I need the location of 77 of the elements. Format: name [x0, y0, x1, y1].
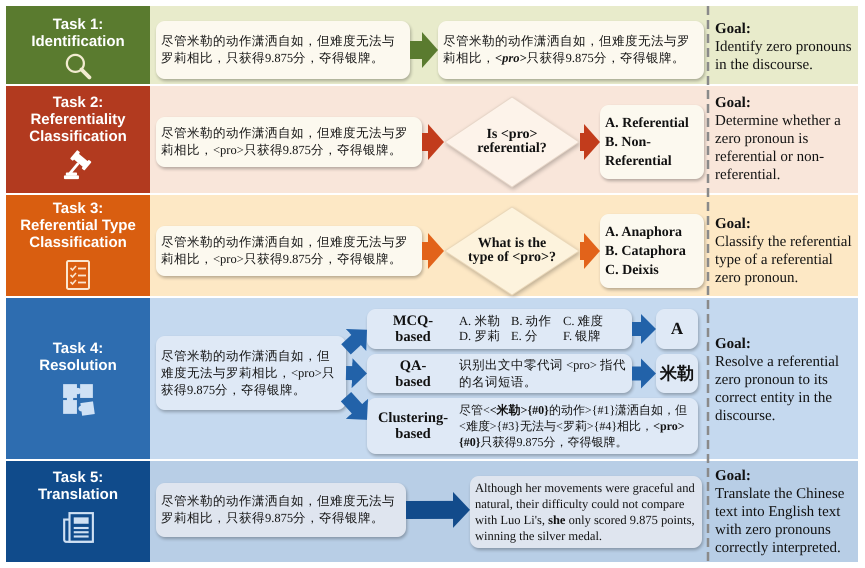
- block-arrow: [422, 233, 444, 269]
- options-card: [600, 105, 704, 179]
- block-arrow: [632, 314, 656, 344]
- sentence-card: [156, 117, 422, 167]
- translation-text: Although her movements were graceful and natural, their difficulty could not compare with Luo Li's, she only scored 9.875 points, winning the silver medal.: [475, 480, 696, 544]
- task-panel: [6, 461, 150, 562]
- block-arrow: [632, 358, 656, 388]
- block-arrow: [580, 233, 600, 269]
- option-text: D. 罗莉: [459, 329, 500, 344]
- option-text: B. Non-Referential: [605, 134, 673, 170]
- option-text: F. 银牌: [563, 329, 602, 344]
- sentence-card: [438, 21, 704, 79]
- block-arrow: [580, 124, 600, 160]
- task-title: Task 5: Translation: [36, 469, 120, 503]
- sentence-card: [156, 483, 406, 537]
- task-band: [150, 461, 858, 562]
- option-text: B. 动作: [511, 314, 552, 329]
- sentence-text: 尽管米勒的动作潇洒自如，但难度无法与罗莉相比，<pro>只获得9.875分，夺得银牌。: [443, 33, 691, 67]
- answer-card: [656, 309, 698, 349]
- goal-text: Determine whether a zero pronoun is referential or non-referential.: [715, 112, 842, 184]
- question-text: What is the type of <pro>?: [466, 237, 558, 265]
- task-title: Task 1: Identification: [30, 16, 126, 50]
- goal-heading: Goal:: [715, 215, 751, 233]
- answer-card: [656, 354, 698, 393]
- task-band: [150, 86, 858, 193]
- option-text: A. 米勒: [459, 314, 500, 329]
- option-text: A. Anaphora: [605, 224, 682, 242]
- method-title: QA-based: [394, 358, 432, 390]
- goal-text: Resolve a referential zero pronoun to its correct entity in the discourse.: [715, 353, 840, 425]
- decision-diamond: [444, 206, 580, 296]
- answer-text: A: [670, 319, 684, 339]
- method-text: 尽管<<米勒>{#0}的动作>{#1}潇洒自如，但<难度>{#3}无法与<罗莉>{#4}相比，<pro>{#0}只获得9.875分，夺得银牌。: [459, 402, 688, 450]
- option-text: E. 分: [511, 329, 538, 344]
- goal-heading: Goal:: [715, 335, 751, 353]
- task-panel: [6, 6, 150, 84]
- method-card: [367, 398, 698, 454]
- sentence-text: 尽管米勒的动作潇洒自如，但难度无法与罗莉相比，<pro>只获得9.875分，夺得银牌。: [161, 234, 409, 268]
- sentence-card: [156, 336, 346, 410]
- task-band: [150, 6, 858, 84]
- task-panel: [6, 195, 150, 296]
- method-card: [367, 309, 632, 349]
- goal-heading: Goal:: [715, 94, 751, 112]
- option-text: B. Cataphora: [605, 242, 686, 260]
- task-panel: [6, 86, 150, 193]
- block-arrow: [406, 492, 470, 528]
- task-band: [150, 195, 858, 296]
- goal-text: Classify the referential type of a referential zero pronoun.: [715, 233, 853, 287]
- option-text: A. Referential: [605, 114, 689, 132]
- method-text: 识别出文中零代词 <pro> 指代的名词短语。: [459, 357, 626, 390]
- option-text: C. 难度: [563, 314, 604, 329]
- goal-text: Identify zero pronouns in the discourse.: [715, 38, 853, 74]
- answer-text: 米勒: [660, 364, 694, 384]
- question-text: Is <pro> referential?: [476, 128, 548, 156]
- block-arrow: [410, 32, 438, 68]
- sentence-text: 尽管米勒的动作潇洒自如，但难度无法与罗莉相比，<pro>只获得9.875分，夺得银牌。: [161, 348, 336, 398]
- block-arrow: [346, 358, 368, 388]
- method-title: MCQ-based: [392, 313, 434, 345]
- decision-diamond: [444, 96, 580, 188]
- option-text: C. Deixis: [605, 262, 659, 280]
- task-title: Task 3: Referential Type Classification: [19, 200, 137, 251]
- method-card: [367, 354, 632, 393]
- goal-heading: Goal:: [715, 467, 751, 485]
- sentence-text: 尽管米勒的动作潇洒自如，但难度无法与罗莉相比，<pro>只获得9.875分，夺得银牌。: [161, 125, 409, 159]
- goal-text: Translate the Chinese text into English text with zero pronouns correctly interpreted.: [715, 485, 846, 557]
- method-title: Clustering-based: [376, 410, 450, 442]
- sentence-text: 尽管米勒的动作潇洒自如，但难度无法与罗莉相比，只获得9.875分，夺得银牌。: [161, 33, 396, 67]
- task-band: [150, 298, 858, 459]
- sentence-card: [156, 226, 422, 276]
- sentence-card: [156, 21, 410, 79]
- sentence-text: 尽管米勒的动作潇洒自如，但难度无法与罗莉相比，只获得9.875分，夺得银牌。: [161, 493, 396, 527]
- translation-card: [470, 476, 702, 548]
- block-arrow: [422, 124, 444, 160]
- goal-heading: Goal:: [715, 20, 751, 38]
- task-title: Task 2: Referentiality Classification: [28, 94, 128, 145]
- task-title: Task 4: Resolution: [38, 340, 118, 374]
- task-panel: [6, 298, 150, 459]
- options-card: [600, 214, 704, 288]
